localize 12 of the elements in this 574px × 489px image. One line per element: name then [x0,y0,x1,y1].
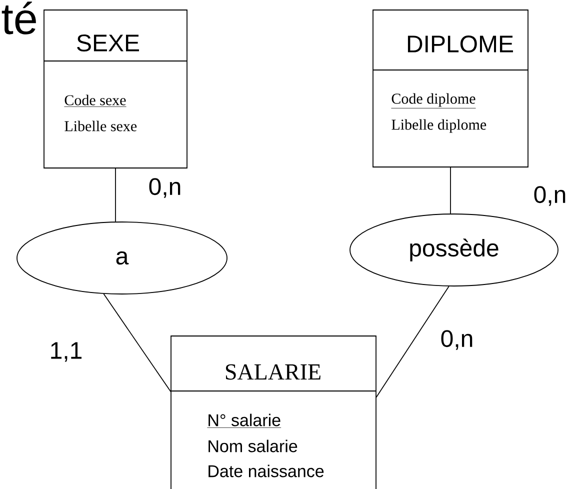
entity-box: SALARIE N° salarie Nom salarie Date naissance [170,336,376,489]
cut-off-text: té [2,2,36,34]
cardinality-label: 0,n [532,185,568,207]
connector-line [115,168,116,222]
cardinality-label: 0,n [439,329,475,351]
connector-line [450,166,451,214]
entity-box: DIPLOME Code diplome Libelle diplome [372,10,528,168]
cardinality-label: 1,1 [48,341,84,363]
connector-line [376,286,450,398]
connector-line [103,293,172,392]
cardinality-label: 0,n [147,177,183,199]
entity-box: SEXE Code sexe Libelle sexe [44,10,188,168]
